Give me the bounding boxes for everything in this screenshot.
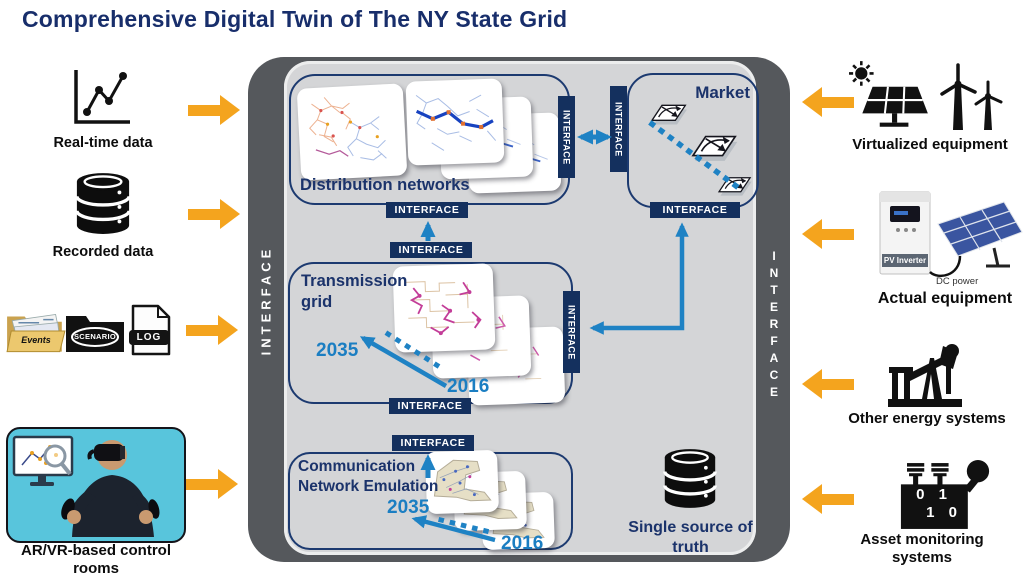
interface-left-bar: INTERFACE xyxy=(247,175,285,425)
distribution-networks-label: Distribution networks xyxy=(300,176,470,194)
arrow-realtime-data-in xyxy=(188,95,240,125)
asset-monitor-bits-2: 1 0 xyxy=(926,504,962,521)
single-source-label: Single source of truth xyxy=(628,519,753,556)
line-chart-icon xyxy=(74,70,130,124)
scenario-folder-icon: SCENARIO xyxy=(64,308,126,356)
arrow-virtualized-equipment xyxy=(802,87,854,117)
interface-bar-transmission-bottom: INTERFACE xyxy=(389,398,471,414)
asset-monitoring-label: Asset monitoring systems xyxy=(860,531,984,566)
transmission-year-end: 2035 xyxy=(316,340,359,361)
events-folder-icon: Events xyxy=(4,304,68,358)
asset-monitor-bits-1: 0 1 xyxy=(916,486,952,503)
communication-network-label: Communication Network Emulation xyxy=(298,458,439,496)
interface-bar-market-bottom: INTERFACE xyxy=(650,202,740,218)
pv-inverter-label: PV Inverter xyxy=(882,254,928,267)
market-label: Market xyxy=(695,83,750,102)
wind-turbines-icon xyxy=(940,63,1003,130)
interface-right-label: INTERFACE xyxy=(767,248,781,402)
communication-map-tile-front xyxy=(424,449,500,515)
interface-bar-transmission-top: INTERFACE xyxy=(390,242,472,258)
transmission-year-start: 2016 xyxy=(447,376,490,397)
scenario-folder-label: SCENARIO xyxy=(74,332,116,341)
virtualized-equipment-label: Virtualized equipment xyxy=(852,136,1008,153)
arrow-scenarios-in xyxy=(186,315,238,345)
arrow-other-energy xyxy=(802,369,854,399)
transmission-grid-label: Transmission grid xyxy=(301,272,408,312)
realtime-data-label: Real-time data xyxy=(53,135,153,151)
interface-bar-distribution-bottom: INTERFACE xyxy=(386,202,468,218)
oil-pump-icon xyxy=(888,344,962,407)
communication-year-end: 2035 xyxy=(387,497,430,518)
dc-power-label: DC power xyxy=(936,276,979,287)
distribution-map-tile-left xyxy=(296,83,408,181)
interface-bar-market-left: INTERFACE xyxy=(610,86,627,172)
interface-bar-communication-top: INTERFACE xyxy=(392,435,474,451)
interface-left-label: INTERFACE xyxy=(258,245,274,355)
market-chart-icon xyxy=(717,177,752,196)
single-source-database-icon xyxy=(663,449,717,508)
vr-operator-photo xyxy=(6,427,186,543)
market-chart-icon xyxy=(650,104,687,125)
database-icon xyxy=(75,173,131,234)
events-folder-label: Events xyxy=(21,335,51,345)
interface-bar-distribution-right: INTERFACE xyxy=(558,96,575,178)
market-chart-icon xyxy=(691,135,738,161)
arrow-actual-equipment xyxy=(802,219,854,249)
other-energy-systems-label: Other energy systems xyxy=(848,410,1006,427)
page-title: Comprehensive Digital Twin of The NY Sta… xyxy=(22,6,568,32)
communication-year-start: 2016 xyxy=(501,533,544,554)
interface-right-bar: INTERFACE xyxy=(757,210,791,440)
interface-bar-label: INTERFACE xyxy=(561,109,572,165)
asset-monitor-icon: 0 1 1 0 xyxy=(896,458,991,533)
log-file-label: LOG xyxy=(136,332,162,343)
log-file-icon: LOG xyxy=(128,303,174,357)
arvr-control-rooms-label: AR/VR-based control rooms xyxy=(20,542,171,573)
actual-equipment-label: Actual equipment xyxy=(877,290,1013,307)
solar-panel-icon xyxy=(849,61,928,127)
arrow-asset-monitoring xyxy=(802,484,854,514)
arrow-arvr-in xyxy=(186,469,238,499)
recorded-data-label: Recorded data xyxy=(52,244,154,260)
interface-bar-transmission-right: INTERFACE xyxy=(563,291,580,373)
pv-inverter-and-panel: PV Inverter DC power xyxy=(874,188,1024,290)
interface-bar-label: INTERFACE xyxy=(566,304,577,360)
interface-bar-label: INTERFACE xyxy=(613,101,624,157)
arrow-recorded-data-in xyxy=(188,199,240,229)
distribution-map-tile-front xyxy=(405,78,505,166)
